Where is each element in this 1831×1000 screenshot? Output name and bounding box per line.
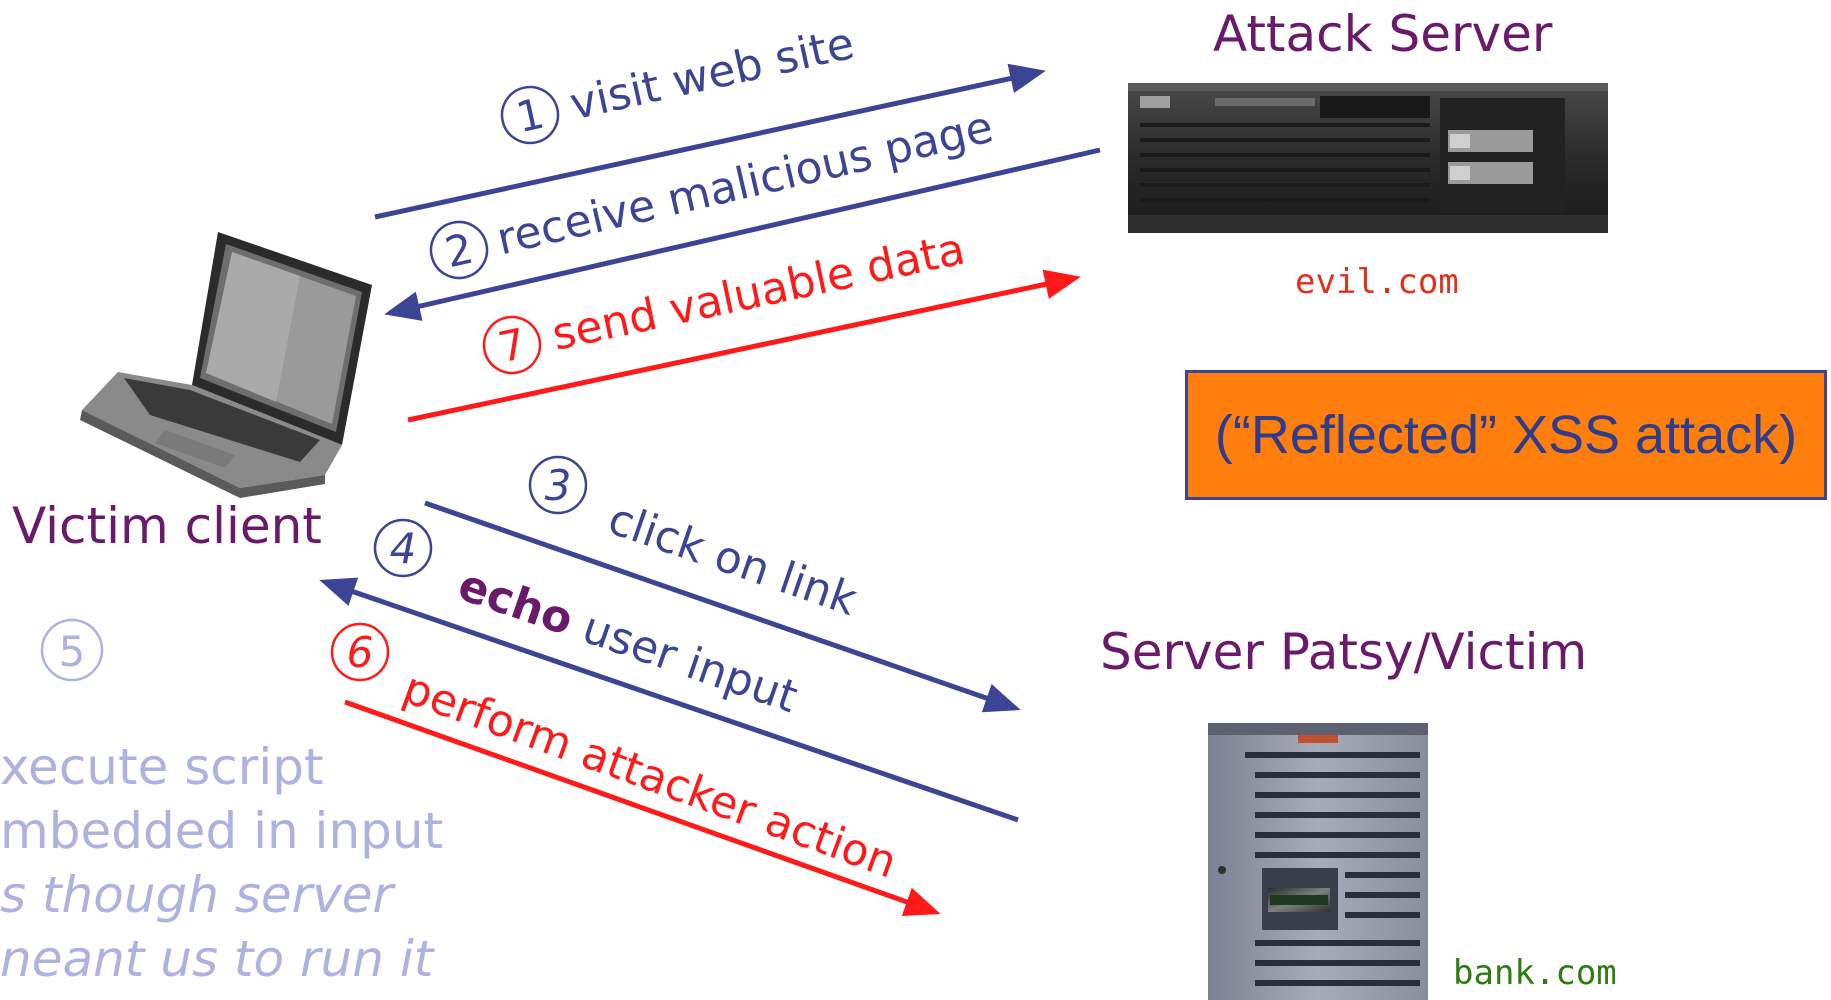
- server-patsy-title: Server Patsy/Victim: [1100, 623, 1588, 681]
- step-3-number: 3: [545, 461, 572, 510]
- step-4-number-group: 4: [373, 518, 433, 578]
- step-7-circle: [482, 315, 542, 375]
- step-3-number-group: 3: [528, 455, 588, 515]
- step-1-text: visit web site: [565, 18, 858, 130]
- attack-type-box: (“Reflected” XSS attack): [1185, 370, 1827, 500]
- step-6-number: 6: [347, 628, 374, 677]
- note-line-2: mbedded in input: [0, 802, 444, 860]
- arrow-3-click: [424, 500, 1021, 713]
- step-4-circle: [373, 518, 433, 578]
- note-line-4: neant us to run it: [0, 930, 434, 988]
- step-6-number-group: 6: [330, 622, 390, 682]
- laptop-icon: [80, 232, 372, 498]
- arrow-6-perform: [344, 699, 941, 917]
- step-6-label: perform attacker action: [396, 663, 903, 889]
- step-6-circle: [330, 622, 390, 682]
- victim-client-title: Victim client: [12, 497, 322, 555]
- bank-server-icon: [1208, 723, 1428, 1000]
- bank-domain: bank.com: [1453, 953, 1617, 993]
- note-line-1: xecute script: [0, 738, 324, 796]
- arrow-2-receive: [384, 147, 1101, 321]
- attack-server-title: Attack Server: [1213, 5, 1553, 63]
- step-5-circle: [40, 618, 104, 682]
- arrow-4-echo: [319, 577, 1019, 823]
- arrow-7-send: [407, 269, 1081, 423]
- step-5-number: 5: [59, 627, 86, 676]
- evil-domain: evil.com: [1295, 262, 1459, 302]
- step-2-number: 2: [441, 224, 478, 278]
- step-6-text: perform attacker action: [396, 663, 903, 889]
- step-1-label: 1 visit web site: [500, 18, 859, 145]
- step-7-text: send valuable data: [548, 223, 970, 360]
- step-3-text: click on link: [602, 493, 864, 626]
- step-7-number: 7: [494, 319, 530, 372]
- note-line-3: s though server: [0, 866, 394, 924]
- step-2-circle: [429, 220, 489, 280]
- step-5-label: 5: [40, 618, 104, 682]
- step-4-number: 4: [390, 524, 417, 573]
- step-1-circle: [500, 85, 560, 145]
- step-3-circle: [528, 455, 588, 515]
- arrow-1-visit: [374, 63, 1046, 220]
- step-5-note: xecute script mbedded in input s though …: [0, 735, 443, 991]
- attack-type-label: (“Reflected” XSS attack): [1214, 405, 1798, 465]
- step-3-label: click on link: [602, 493, 864, 626]
- step-1-number: 1: [512, 89, 549, 143]
- attack-server-icon: [1128, 83, 1608, 233]
